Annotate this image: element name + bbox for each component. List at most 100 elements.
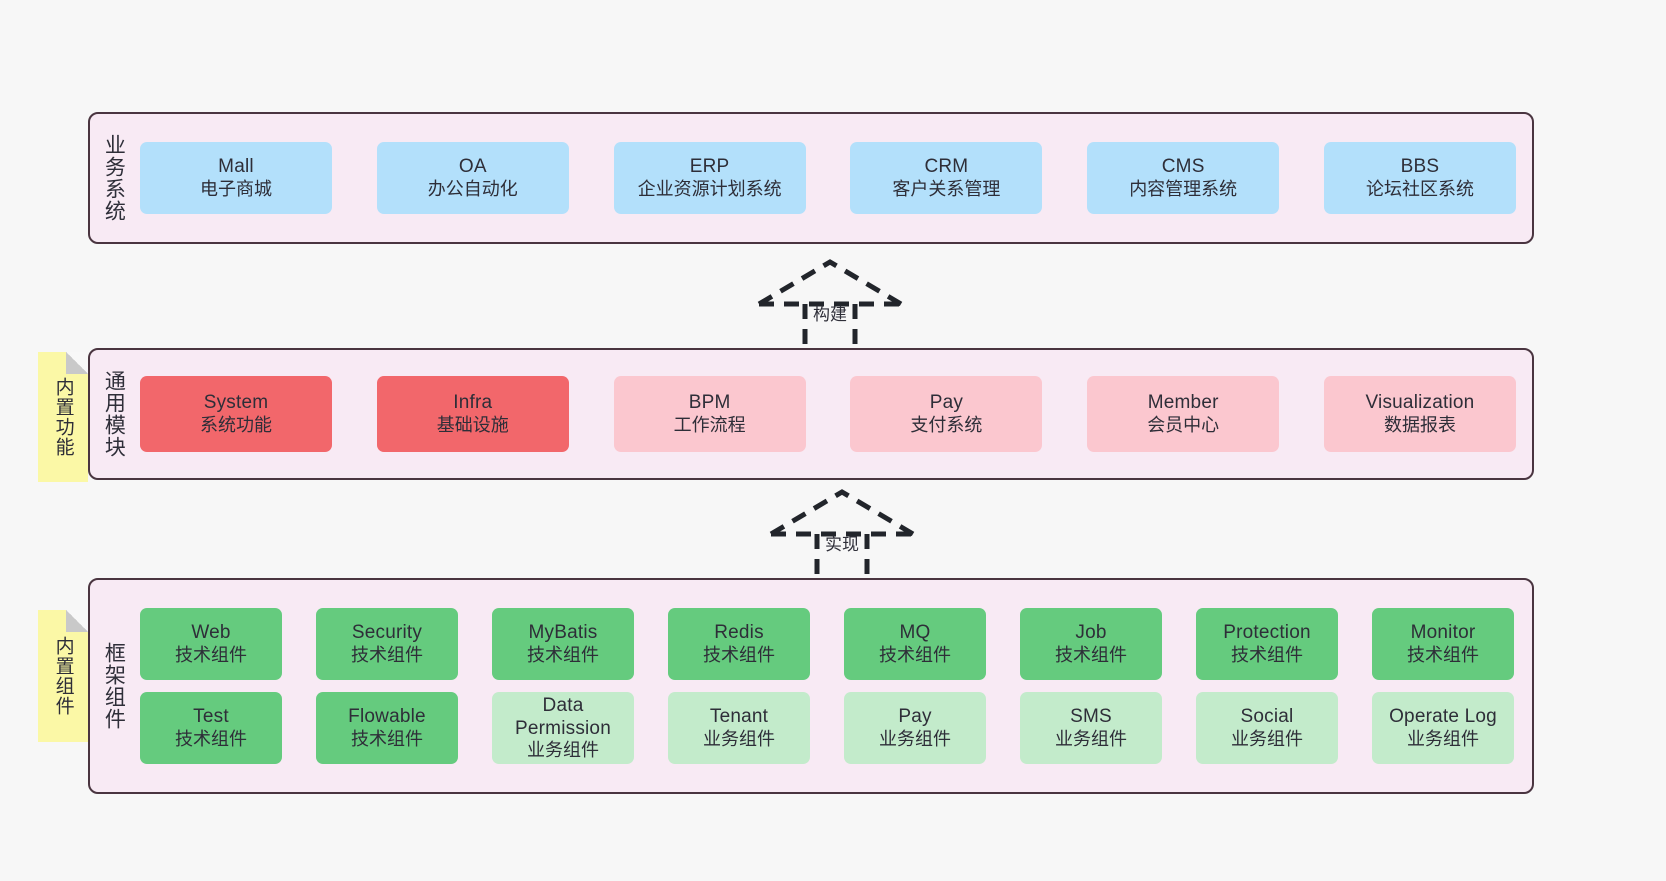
module-box-tenant[interactable]: Tenant 业务组件 xyxy=(668,692,810,764)
module-box-job[interactable]: Job 技术组件 xyxy=(1020,608,1162,680)
module-box-subtitle: 工作流程 xyxy=(673,414,746,435)
layer-common-module-body: System 系统功能 Infra 基础设施 BPM 工作流程 Pay 支付系统… xyxy=(136,350,1532,478)
module-box-title: Operate Log xyxy=(1389,706,1497,728)
module-box-subtitle: 技术组件 xyxy=(703,644,775,665)
sticky-note-builtin-component: 内置组件 xyxy=(38,610,88,742)
module-box-subtitle: 技术组件 xyxy=(1055,644,1127,665)
module-box-redis[interactable]: Redis 技术组件 xyxy=(668,608,810,680)
module-box-protection[interactable]: Protection 技术组件 xyxy=(1196,608,1338,680)
layer-business-system-caption: 业务系统 xyxy=(102,134,126,222)
module-box-title: Member xyxy=(1147,392,1219,414)
module-box-subtitle: 业务组件 xyxy=(703,728,775,749)
module-box-web[interactable]: Web 技术组件 xyxy=(140,608,282,680)
layer-framework-component-body: Web 技术组件 Security 技术组件 MyBatis 技术组件 Redi… xyxy=(136,580,1532,792)
module-box-title: Pay xyxy=(929,392,964,414)
module-box-subtitle: 支付系统 xyxy=(910,414,983,435)
module-box-title: CRM xyxy=(924,156,969,178)
layer-common-module: 通用模块 System 系统功能 Infra 基础设施 BPM 工作流程 Pay… xyxy=(88,348,1534,480)
module-box-title: BBS xyxy=(1400,156,1440,178)
module-box-title: Infra xyxy=(453,392,493,414)
layer-framework-component: 框架组件 Web 技术组件 Security 技术组件 MyBatis 技术组件… xyxy=(88,578,1534,794)
module-box-subtitle: 业务组件 xyxy=(1231,728,1303,749)
layer-common-module-caption: 通用模块 xyxy=(102,370,126,458)
module-box-title: Visualization xyxy=(1365,392,1475,414)
module-box-member[interactable]: Member 会员中心 xyxy=(1087,376,1280,452)
layer-business-system: 业务系统 Mall 电子商城 OA 办公自动化 ERP 企业资源计划系统 CRM… xyxy=(88,112,1534,244)
module-box-subtitle: 论坛社区系统 xyxy=(1365,178,1474,199)
module-box-crm[interactable]: CRM 客户关系管理 xyxy=(850,142,1043,214)
module-box-subtitle: 基础设施 xyxy=(436,414,509,435)
module-box-title: Security xyxy=(351,622,423,644)
module-box-title: SMS xyxy=(1070,706,1112,728)
module-box-visualization[interactable]: Visualization 数据报表 xyxy=(1323,376,1516,452)
module-box-title: Flowable xyxy=(348,706,426,728)
module-box-mq[interactable]: MQ 技术组件 xyxy=(844,608,986,680)
module-box-title: MyBatis xyxy=(528,622,598,644)
module-box-subtitle: 内容管理系统 xyxy=(1129,178,1238,199)
module-box-title: Tenant xyxy=(709,706,769,728)
module-box-subtitle: 客户关系管理 xyxy=(892,178,1001,199)
module-box-mall[interactable]: Mall 电子商城 xyxy=(140,142,332,214)
module-box-test[interactable]: Test 技术组件 xyxy=(140,692,282,764)
module-box-subtitle: 数据报表 xyxy=(1383,414,1456,435)
module-box-subtitle: 技术组件 xyxy=(175,728,247,749)
module-box-title: System xyxy=(203,392,269,414)
layer-business-system-body: Mall 电子商城 OA 办公自动化 ERP 企业资源计划系统 CRM 客户关系… xyxy=(136,114,1532,242)
connector-build-label: 构建 xyxy=(813,305,847,324)
module-box-title: OA xyxy=(458,156,487,178)
common-row: System 系统功能 Infra 基础设施 BPM 工作流程 Pay 支付系统… xyxy=(140,376,1516,452)
module-box-sms[interactable]: SMS 业务组件 xyxy=(1020,692,1162,764)
module-box-title: CMS xyxy=(1161,156,1205,178)
module-box-subtitle: 业务组件 xyxy=(1055,728,1127,749)
business-row: Mall 电子商城 OA 办公自动化 ERP 企业资源计划系统 CRM 客户关系… xyxy=(140,142,1516,214)
module-box-bbs[interactable]: BBS 论坛社区系统 xyxy=(1323,142,1516,214)
framework-row-technical: Web 技术组件 Security 技术组件 MyBatis 技术组件 Redi… xyxy=(140,608,1514,680)
module-box-subtitle: 会员中心 xyxy=(1147,414,1220,435)
module-box-subtitle: 业务组件 xyxy=(879,728,951,749)
module-box-mybatis[interactable]: MyBatis 技术组件 xyxy=(492,608,634,680)
module-box-title: Data Permission xyxy=(515,694,611,740)
module-box-pay-business[interactable]: Pay 业务组件 xyxy=(844,692,986,764)
connector-build: 构建 xyxy=(755,258,905,358)
module-box-title: ERP xyxy=(689,156,730,178)
sticky-note-label: 内置功能 xyxy=(52,377,74,457)
module-box-title: BPM xyxy=(688,392,731,414)
module-box-bpm[interactable]: BPM 工作流程 xyxy=(613,376,806,452)
module-box-title: MQ xyxy=(899,622,931,644)
module-box-social[interactable]: Social 业务组件 xyxy=(1196,692,1338,764)
module-box-title: Monitor xyxy=(1410,622,1476,644)
module-box-subtitle: 技术组件 xyxy=(351,644,423,665)
connector-realize: 实现 xyxy=(767,488,917,588)
module-box-subtitle: 电子商城 xyxy=(200,178,272,199)
module-box-system[interactable]: System 系统功能 xyxy=(140,376,332,452)
module-box-subtitle: 业务组件 xyxy=(527,740,599,761)
module-box-title: Mall xyxy=(218,156,254,178)
module-box-oa[interactable]: OA 办公自动化 xyxy=(376,142,569,214)
module-box-subtitle: 技术组件 xyxy=(1407,644,1479,665)
module-box-erp[interactable]: ERP 企业资源计划系统 xyxy=(613,142,806,214)
module-box-subtitle: 业务组件 xyxy=(1407,728,1479,749)
module-box-data-permission[interactable]: Data Permission 业务组件 xyxy=(492,692,634,764)
module-box-monitor[interactable]: Monitor 技术组件 xyxy=(1372,608,1514,680)
module-box-infra[interactable]: Infra 基础设施 xyxy=(376,376,569,452)
module-box-title: Redis xyxy=(714,622,764,644)
module-box-pay[interactable]: Pay 支付系统 xyxy=(850,376,1043,452)
module-box-subtitle: 技术组件 xyxy=(879,644,951,665)
module-box-security[interactable]: Security 技术组件 xyxy=(316,608,458,680)
module-box-title: Job xyxy=(1075,622,1107,644)
module-box-flowable[interactable]: Flowable 技术组件 xyxy=(316,692,458,764)
module-box-title: Test xyxy=(193,706,229,728)
connector-realize-label: 实现 xyxy=(825,535,859,554)
module-box-subtitle: 技术组件 xyxy=(527,644,599,665)
sticky-note-builtin-function: 内置功能 xyxy=(38,352,88,482)
sticky-note-label: 内置组件 xyxy=(52,636,74,716)
module-box-cms[interactable]: CMS 内容管理系统 xyxy=(1087,142,1280,214)
module-box-subtitle: 系统功能 xyxy=(200,414,272,435)
module-box-subtitle: 技术组件 xyxy=(175,644,247,665)
module-box-subtitle: 技术组件 xyxy=(1231,644,1303,665)
module-box-subtitle: 办公自动化 xyxy=(427,178,518,199)
module-box-operate-log[interactable]: Operate Log 业务组件 xyxy=(1372,692,1514,764)
module-box-title: Pay xyxy=(898,706,932,728)
layer-framework-component-caption: 框架组件 xyxy=(102,642,126,730)
